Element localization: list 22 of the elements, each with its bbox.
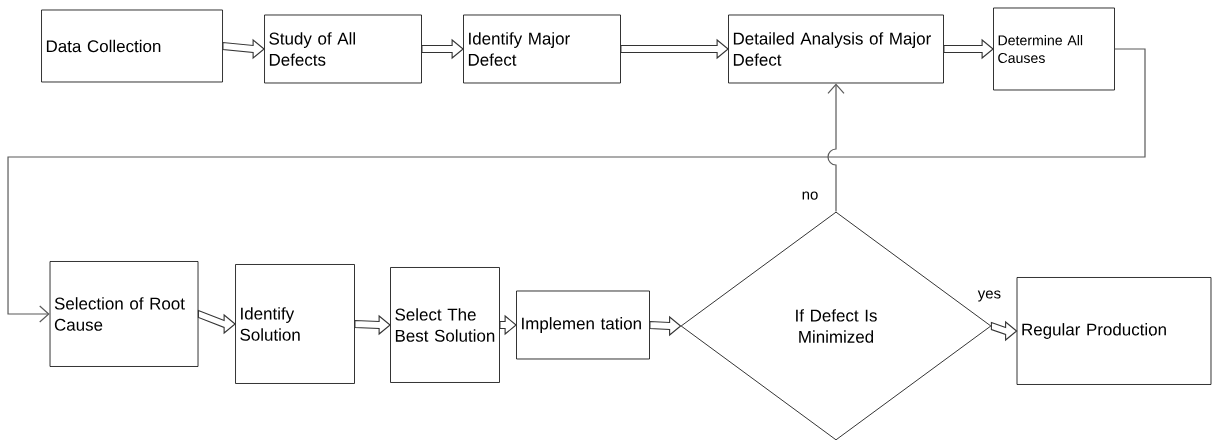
- edge-label: no: [800, 190, 820, 201]
- arrow: [990, 320, 1018, 342]
- process-box: Implemen tation: [516, 290, 650, 360]
- process-box: Detailed Analysis of Major Defect: [728, 14, 944, 84]
- arrow: [197, 309, 236, 335]
- arrow: [7, 48, 1146, 323]
- arrow: [499, 314, 517, 336]
- process-box: Determine All Causes: [993, 7, 1115, 91]
- process-box: Study of All Defects: [264, 14, 422, 84]
- arrow: [943, 38, 994, 60]
- process-box: Identify Solution: [235, 264, 355, 384]
- arrow: [620, 38, 729, 60]
- process-box: Data Collection: [41, 9, 223, 83]
- arrow: [222, 38, 265, 60]
- arrow: [421, 38, 464, 60]
- arrow: [354, 314, 391, 336]
- process-box: Select The Best Solution: [390, 267, 500, 383]
- process-box: Regular Production: [1016, 277, 1212, 385]
- process-box: Selection of Root Cause: [49, 261, 199, 367]
- arrow: [827, 83, 845, 213]
- arrow: [649, 315, 682, 337]
- process-box: Identify Major Defect: [463, 14, 621, 84]
